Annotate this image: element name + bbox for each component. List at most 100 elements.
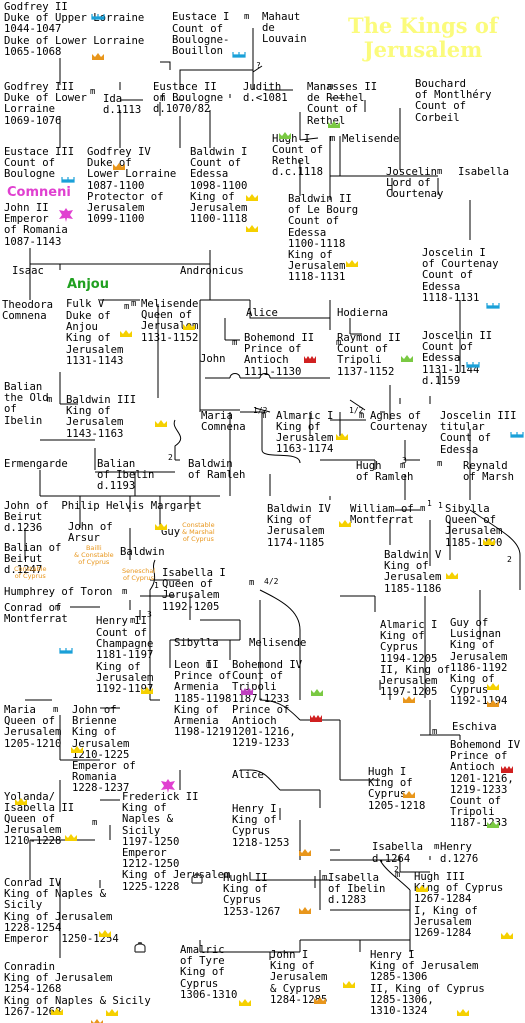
person-60: Sibylla <box>174 637 219 649</box>
person-51: Baldwin IV King of Jerusalem 1174-1185 <box>267 503 331 549</box>
person-72: Yolanda/ Isabella II <box>4 791 75 815</box>
duke-crown-icon <box>510 432 524 438</box>
count-crown-icon <box>401 355 413 362</box>
crown-icon <box>246 194 258 201</box>
marriage-mark: m <box>244 12 250 22</box>
duke-crown-icon <box>486 303 500 309</box>
crown-icon <box>155 420 167 427</box>
marriage-mark: m <box>47 395 53 405</box>
duke-crown-icon <box>91 14 105 20</box>
marriage-number: 2 <box>168 453 173 462</box>
marriage-mark: m <box>249 578 255 588</box>
chart-title: The Kings of Jerusalem <box>333 14 513 62</box>
crown-icon <box>183 323 195 330</box>
person-71: Hugh I King of Cyprus 1205-1218 <box>368 766 426 812</box>
marriage-mark: m <box>437 167 443 177</box>
person-53: Sibylla Queen of Jerusalem 1185-1190 <box>445 503 503 549</box>
crown-icon <box>483 538 495 545</box>
marriage-mark: m <box>131 299 137 309</box>
person-63: Bohemond IV Count of Tripoli 1187-1233 P… <box>232 659 303 750</box>
person-67: John of Brienne King of Jerusalem 1210-1… <box>72 704 136 795</box>
person-64: Almaric I King of Cyprus 1194-1205 II, K… <box>380 619 451 699</box>
marriage-number: ? <box>256 61 261 70</box>
count-crown-icon <box>487 821 499 828</box>
chart-title-line2: Jerusalem <box>363 37 483 62</box>
person-46: John of Philip Helvis Margaret Beirut d.… <box>4 500 202 535</box>
marriage-number: 2 <box>507 555 512 564</box>
marriage-mark: m <box>330 134 336 144</box>
person-54: Isabella I Queen of Jerusalem 1192-1205 <box>162 567 226 613</box>
crown-icon <box>246 225 258 232</box>
person-16: Joscelin <box>386 166 438 178</box>
chart-title-line1: The Kings of <box>348 13 498 38</box>
marriage-mark: m <box>261 411 267 421</box>
person-33: John <box>200 353 226 365</box>
crown-icon <box>239 999 251 1006</box>
person-83: Hugh III King of Cyprus 1267-1284 I, Kin… <box>414 871 504 940</box>
person-18: Isabella <box>458 166 510 178</box>
antioch-crown-icon <box>310 715 322 722</box>
person-42: Balian of Ibelin d.1193 <box>97 458 155 493</box>
person-36: Maria Comnena <box>201 410 246 434</box>
person-44: Hugh of Ramleh <box>356 460 414 484</box>
ducal-crown-icon <box>403 791 415 798</box>
marriage-mark: m <box>92 818 98 828</box>
person-8: Manasses II de Rethel Count of Rethel <box>307 81 378 127</box>
marriage-mark: m <box>322 873 328 883</box>
note-guy-cyprus: Constable & Marshal of Cyprus <box>182 521 215 543</box>
house-comneni-label: Comneni <box>7 185 71 200</box>
person-61: Melisende <box>249 637 307 649</box>
person-39: Agnes of Courtenay <box>370 410 428 434</box>
note-balian-cyprus: Constable of Cyprus <box>14 565 47 580</box>
antioch-crown-icon <box>501 766 513 773</box>
person-66: Maria Queen of Jerusalem 1205-1210 <box>4 704 62 750</box>
marriage-mark: m <box>420 504 426 514</box>
crown-icon <box>446 572 458 579</box>
person-40: Joscelin III titular Count of Edessa <box>440 410 517 456</box>
person-21: Joscelin I of Courtenay Count of Edessa … <box>422 247 499 304</box>
person-6: Eustace II of Boulogne d.1070/82 <box>153 81 224 116</box>
person-23: Andronicus <box>180 265 244 277</box>
ducal-crown-icon <box>487 700 499 707</box>
person-81: Hugh II King of Cyprus 1253-1267 <box>223 872 281 918</box>
marriage-mark: m <box>437 459 443 469</box>
marriage-number: 3 <box>402 456 407 465</box>
count-crown-icon <box>328 121 340 128</box>
person-35: Baldwin III King of Jerusalem 1143-1163 <box>66 394 137 440</box>
person-29: Hodierna <box>337 307 389 319</box>
marriage-number: 1 <box>427 499 432 508</box>
marriage-number: 1 <box>154 581 159 590</box>
duke-crown-icon <box>61 177 75 183</box>
marriage-number: 1/2 <box>253 406 268 415</box>
person-80: Conrad IV King of Naples & Sicily King o… <box>4 877 119 946</box>
person-56: Humphrey of Toron <box>4 586 113 598</box>
person-70: Alice <box>232 769 264 781</box>
antioch-crown-icon <box>304 356 316 363</box>
person-65: Guy of Lusignan King of Jerusalem 1186-1… <box>450 617 508 708</box>
marriage-mark: m <box>160 94 166 104</box>
person-84: Conradin King of Jerusalem 1254-1268 Kin… <box>4 961 151 1018</box>
person-43: Baldwin of Ramleh <box>188 458 246 482</box>
marriage-mark: m <box>328 82 334 92</box>
person-19: John II Emperor of Romania 1087-1143 <box>4 202 68 248</box>
person-2: Count of Boulogne- Bouillon <box>172 23 230 58</box>
crown-icon <box>343 981 355 988</box>
crown-icon <box>15 798 27 805</box>
duke-crown-icon <box>59 648 73 654</box>
duke-crown-icon <box>466 362 480 368</box>
marriage-mark: m <box>232 338 238 348</box>
person-4: Godfrey III Duke of Lower Lorraine 1069-… <box>4 81 87 127</box>
person-73: Queen of Jerusalem 1210-1228 <box>4 813 62 848</box>
crown-icon <box>416 885 428 892</box>
person-1: Eustace I <box>172 11 230 23</box>
person-86: John I King of Jerusalem & Cyprus 1284-1… <box>270 949 328 1006</box>
note-baldwin-cyprus: Seneschal of Cyprus <box>122 567 156 582</box>
crown-icon <box>65 834 77 841</box>
person-69: Bohemond IV Prince of Antioch 1201-1216,… <box>450 739 521 830</box>
person-62: Leon II Prince of Armenia 1185-1198 King… <box>174 659 232 739</box>
person-74: Frederick II King of Naples & Sicily 119… <box>122 791 231 893</box>
person-26: Duke of Anjou King of Jerusalem 1131-114… <box>66 310 124 367</box>
marriage-mark: m <box>53 705 59 715</box>
marriage-mark: m <box>206 660 212 670</box>
